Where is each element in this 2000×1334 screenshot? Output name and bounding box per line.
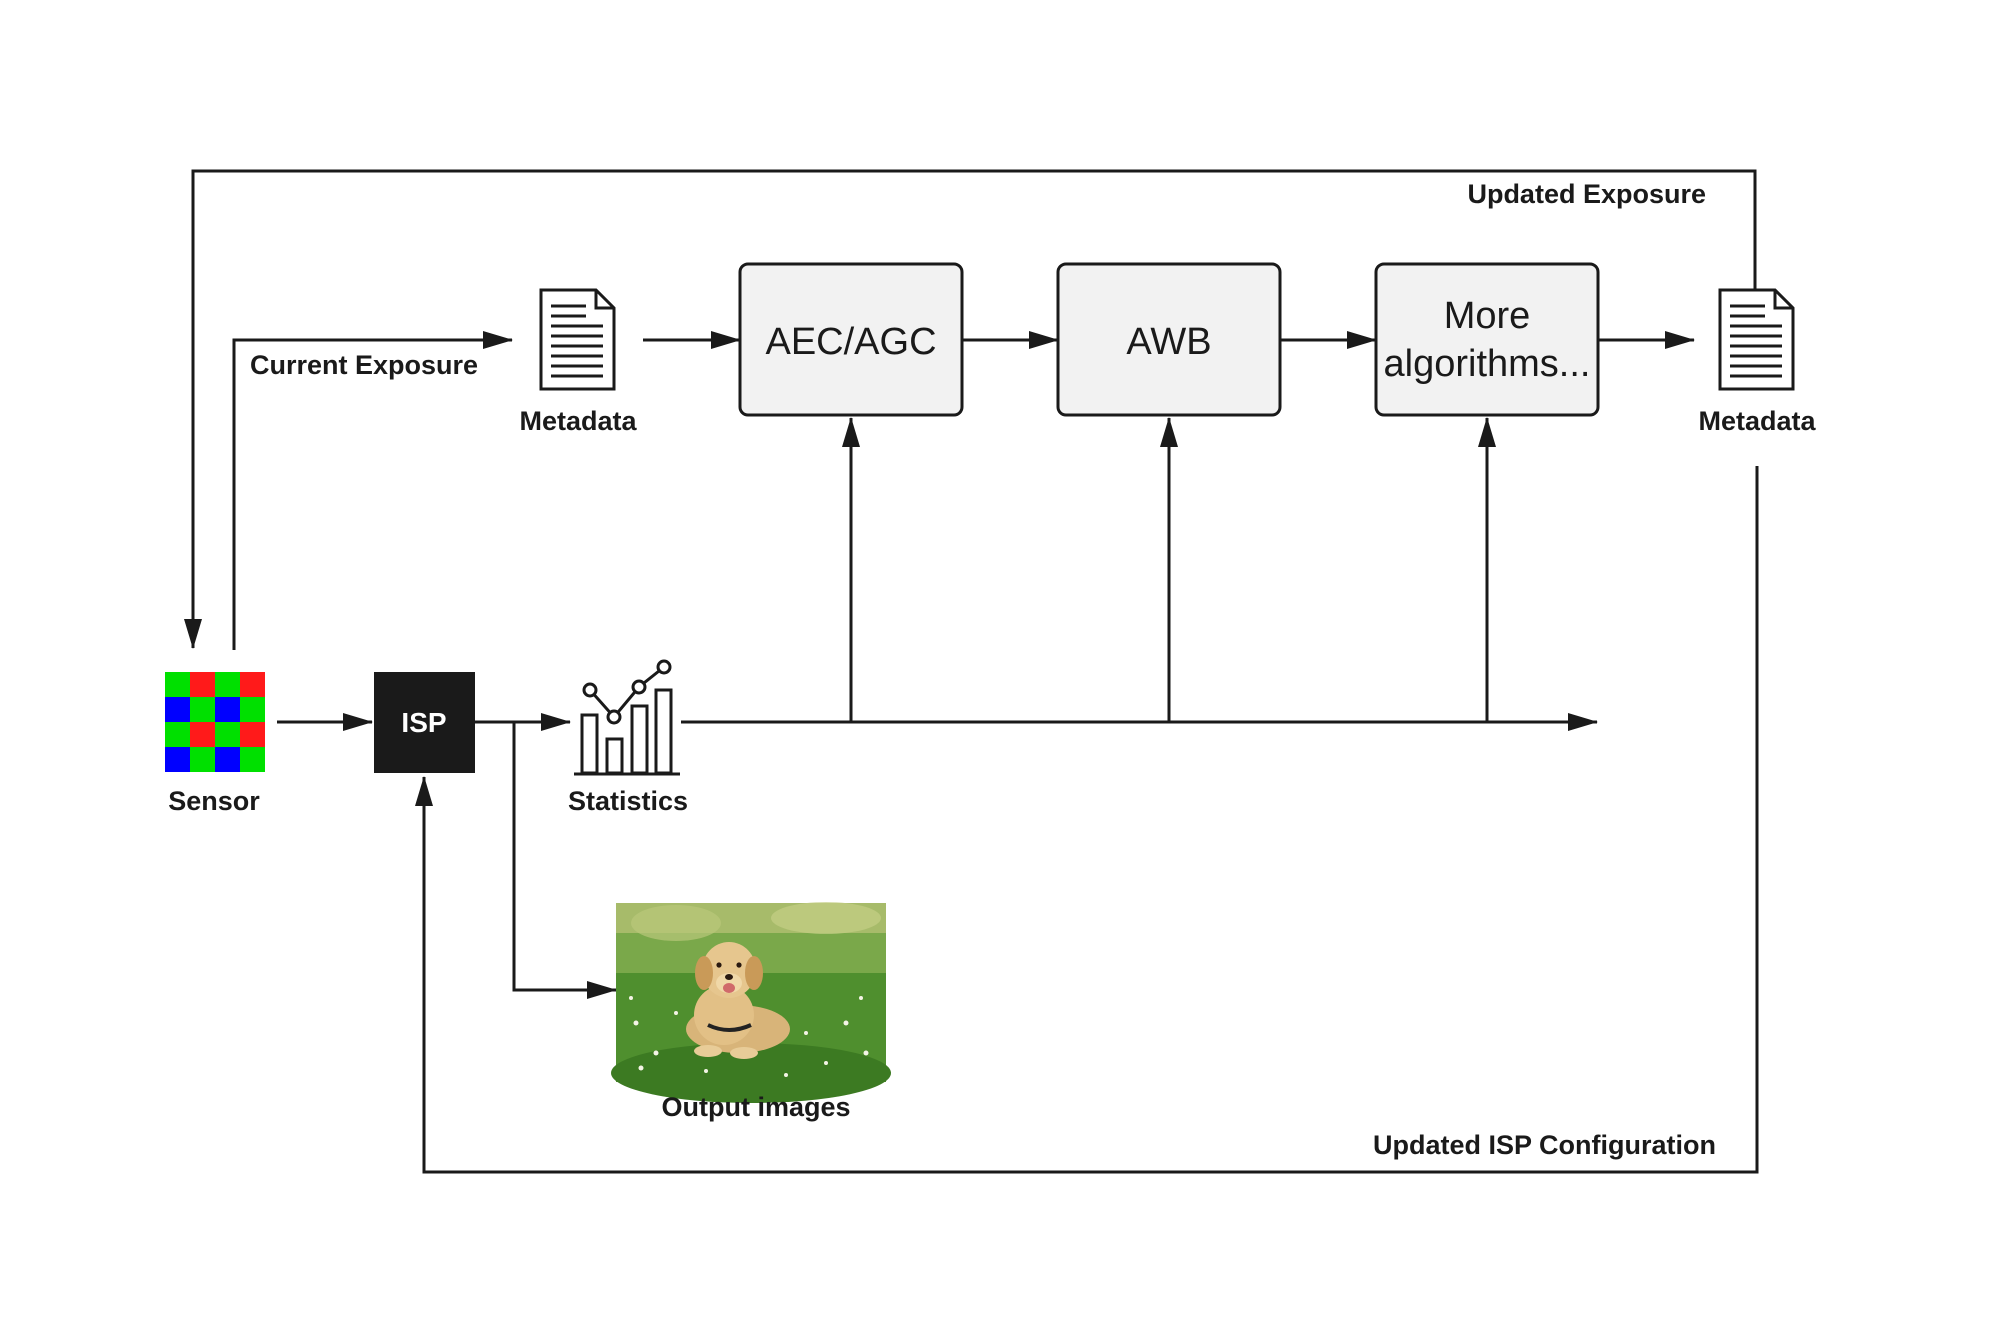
aec-agc-block: AEC/AGC: [738, 262, 964, 417]
sensor-pixel: [240, 722, 265, 747]
sensor-pixel: [165, 672, 190, 697]
edge-updated-isp-configuration: [415, 466, 1759, 1174]
more-algorithms-label-line1: More: [1444, 295, 1531, 337]
aec-agc-label: AEC/AGC: [765, 321, 936, 363]
output-image-dog-photo: [611, 902, 891, 1103]
sensor-pixel: [215, 747, 240, 772]
metadata-in-label: Metadata: [519, 406, 637, 436]
more-algorithms-block: More algorithms...: [1374, 262, 1600, 417]
isp-block: ISP: [374, 672, 475, 773]
sensor-pixel: [190, 697, 215, 722]
metadata-out-document-icon: [1718, 288, 1795, 391]
sensor-pixel: [240, 747, 265, 772]
sensor-pixel: [190, 747, 215, 772]
output-images-label: Output images: [661, 1092, 850, 1122]
edge-updated-exposure: [184, 169, 1757, 649]
label-current-exposure: Current Exposure: [250, 350, 478, 380]
label-updated-exposure: Updated Exposure: [1467, 179, 1706, 209]
sensor-label: Sensor: [168, 786, 260, 816]
sensor-pixel: [240, 697, 265, 722]
statistics-chart-icon: [574, 659, 680, 776]
metadata-in-document-icon: [539, 288, 616, 391]
sensor-pixel: [215, 697, 240, 722]
more-algorithms-label-line2: algorithms...: [1384, 343, 1591, 385]
awb-label: AWB: [1126, 321, 1211, 363]
awb-block: AWB: [1056, 262, 1282, 417]
sensor-pixel: [240, 672, 265, 697]
sensor-pixel: [215, 672, 240, 697]
sensor-pixel: [190, 722, 215, 747]
label-updated-isp-configuration: Updated ISP Configuration: [1373, 1130, 1716, 1160]
statistics-label: Statistics: [568, 786, 688, 816]
isp-label: ISP: [401, 707, 446, 738]
sensor-bayer-icon: [165, 672, 265, 772]
metadata-out-label: Metadata: [1698, 406, 1816, 436]
sensor-pixel: [165, 747, 190, 772]
sensor-pixel: [165, 722, 190, 747]
sensor-pixel: [215, 722, 240, 747]
edge-isp-to-output: [512, 722, 617, 999]
sensor-pixel: [190, 672, 215, 697]
sensor-pixel: [165, 697, 190, 722]
edge-current-exposure: [232, 331, 513, 650]
